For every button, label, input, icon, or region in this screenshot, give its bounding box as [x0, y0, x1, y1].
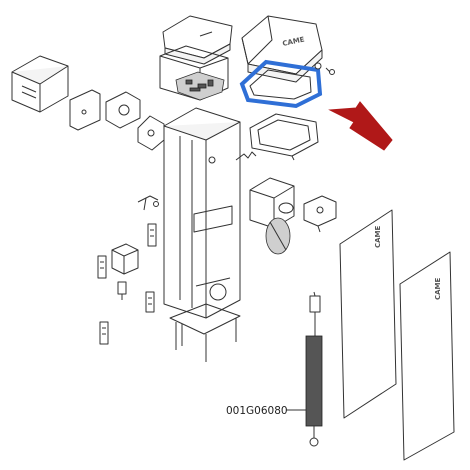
main-cabinet — [163, 107, 241, 319]
top-cover: CAME — [241, 15, 323, 83]
flange-plate — [137, 115, 165, 151]
gear-motor — [249, 177, 295, 255]
control-board — [175, 71, 225, 101]
panel-upper-brand: CAME — [374, 225, 382, 248]
mounting-plate — [105, 91, 141, 129]
support-frame — [249, 113, 319, 161]
anchor-base — [169, 303, 241, 362]
part-code-label: 001G06080 — [226, 405, 288, 417]
small-spring — [235, 151, 257, 161]
terminal-block-3 — [145, 291, 155, 313]
control-unit-cover — [162, 15, 233, 65]
terminal-block-1 — [147, 223, 157, 247]
transformer — [111, 243, 139, 275]
accessory-small-bracket — [137, 195, 159, 211]
panel-lower-brand: CAME — [434, 277, 442, 300]
mounting-bracket-left — [69, 89, 101, 131]
fuse-holder — [117, 281, 127, 300]
left-housing-cover — [11, 55, 69, 113]
side-panel-lower: CAME — [399, 251, 455, 461]
terminal-block-4 — [99, 321, 109, 345]
red-indicator-arrow — [328, 101, 393, 151]
gasket-screws — [314, 62, 335, 75]
terminal-block-2 — [97, 255, 107, 279]
balancing-spring-part — [305, 291, 323, 447]
side-panel-upper: CAME — [339, 209, 397, 419]
release-bracket — [303, 195, 337, 233]
highlighted-gasket — [239, 59, 323, 109]
